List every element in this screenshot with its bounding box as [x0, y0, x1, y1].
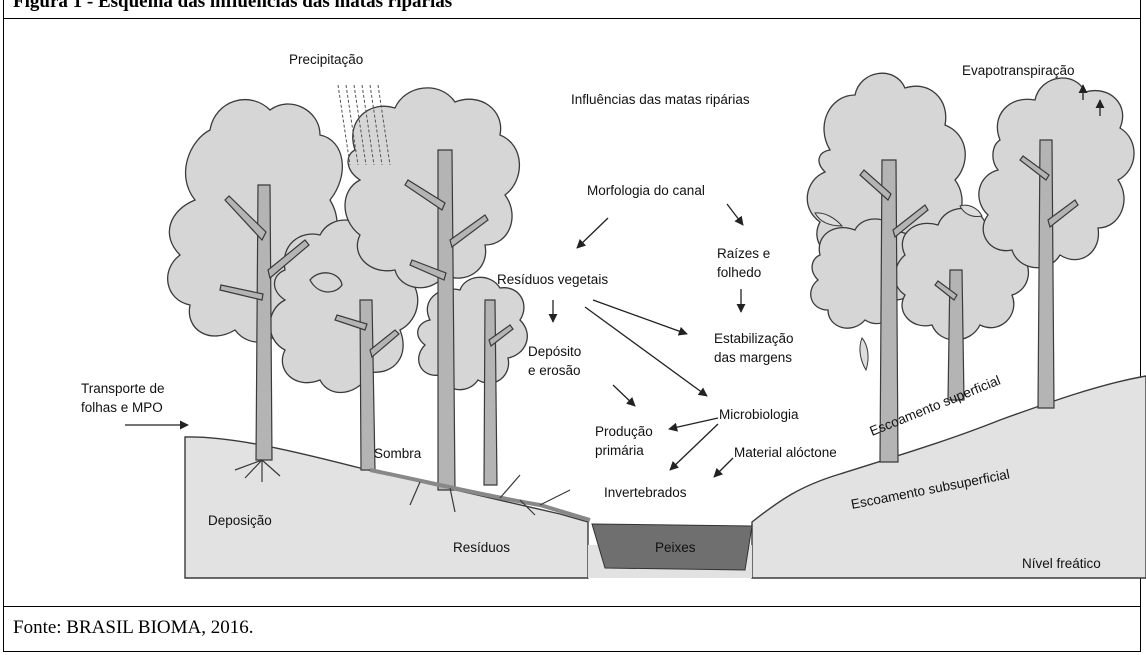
- figure-source: Fonte: BRASIL BIOMA, 2016.: [13, 617, 254, 639]
- label-sombra: Sombra: [374, 446, 422, 461]
- label-transporte-1: Transporte de: [81, 381, 165, 396]
- label-transporte-2: folhas e MPO: [81, 400, 163, 415]
- label-producao-1: Produção: [595, 424, 653, 439]
- label-residuos: Resíduos: [453, 540, 510, 555]
- label-nivel-freatico: Nível freático: [1022, 556, 1101, 571]
- label-deposito-1: Depósito: [528, 344, 581, 359]
- left-tree-canopies: [168, 88, 528, 393]
- label-influencias: Influências das matas ripárias: [571, 92, 750, 107]
- label-deposito-2: e erosão: [528, 363, 581, 378]
- label-raizes-1: Raízes e: [717, 246, 770, 261]
- label-microbiologia: Microbiologia: [719, 407, 799, 422]
- label-peixes: Peixes: [655, 540, 696, 555]
- label-precipitacao: Precipitação: [289, 52, 363, 67]
- label-raizes-2: folhedo: [717, 265, 761, 280]
- label-estabilizacao-1: Estabilização: [714, 331, 794, 346]
- label-estabilizacao-2: das margens: [714, 350, 792, 365]
- label-evapotranspiracao: Evapotranspiração: [962, 63, 1075, 78]
- label-deposicao: Deposição: [208, 513, 272, 528]
- label-residuos-vegetais: Resíduos vegetais: [497, 272, 608, 287]
- label-morfologia: Morfologia do canal: [587, 183, 705, 198]
- label-invertebrados: Invertebrados: [604, 485, 687, 500]
- label-material-aloctone: Material alóctone: [734, 445, 837, 460]
- bottom-divider: [3, 606, 1141, 607]
- label-producao-2: primária: [595, 443, 644, 458]
